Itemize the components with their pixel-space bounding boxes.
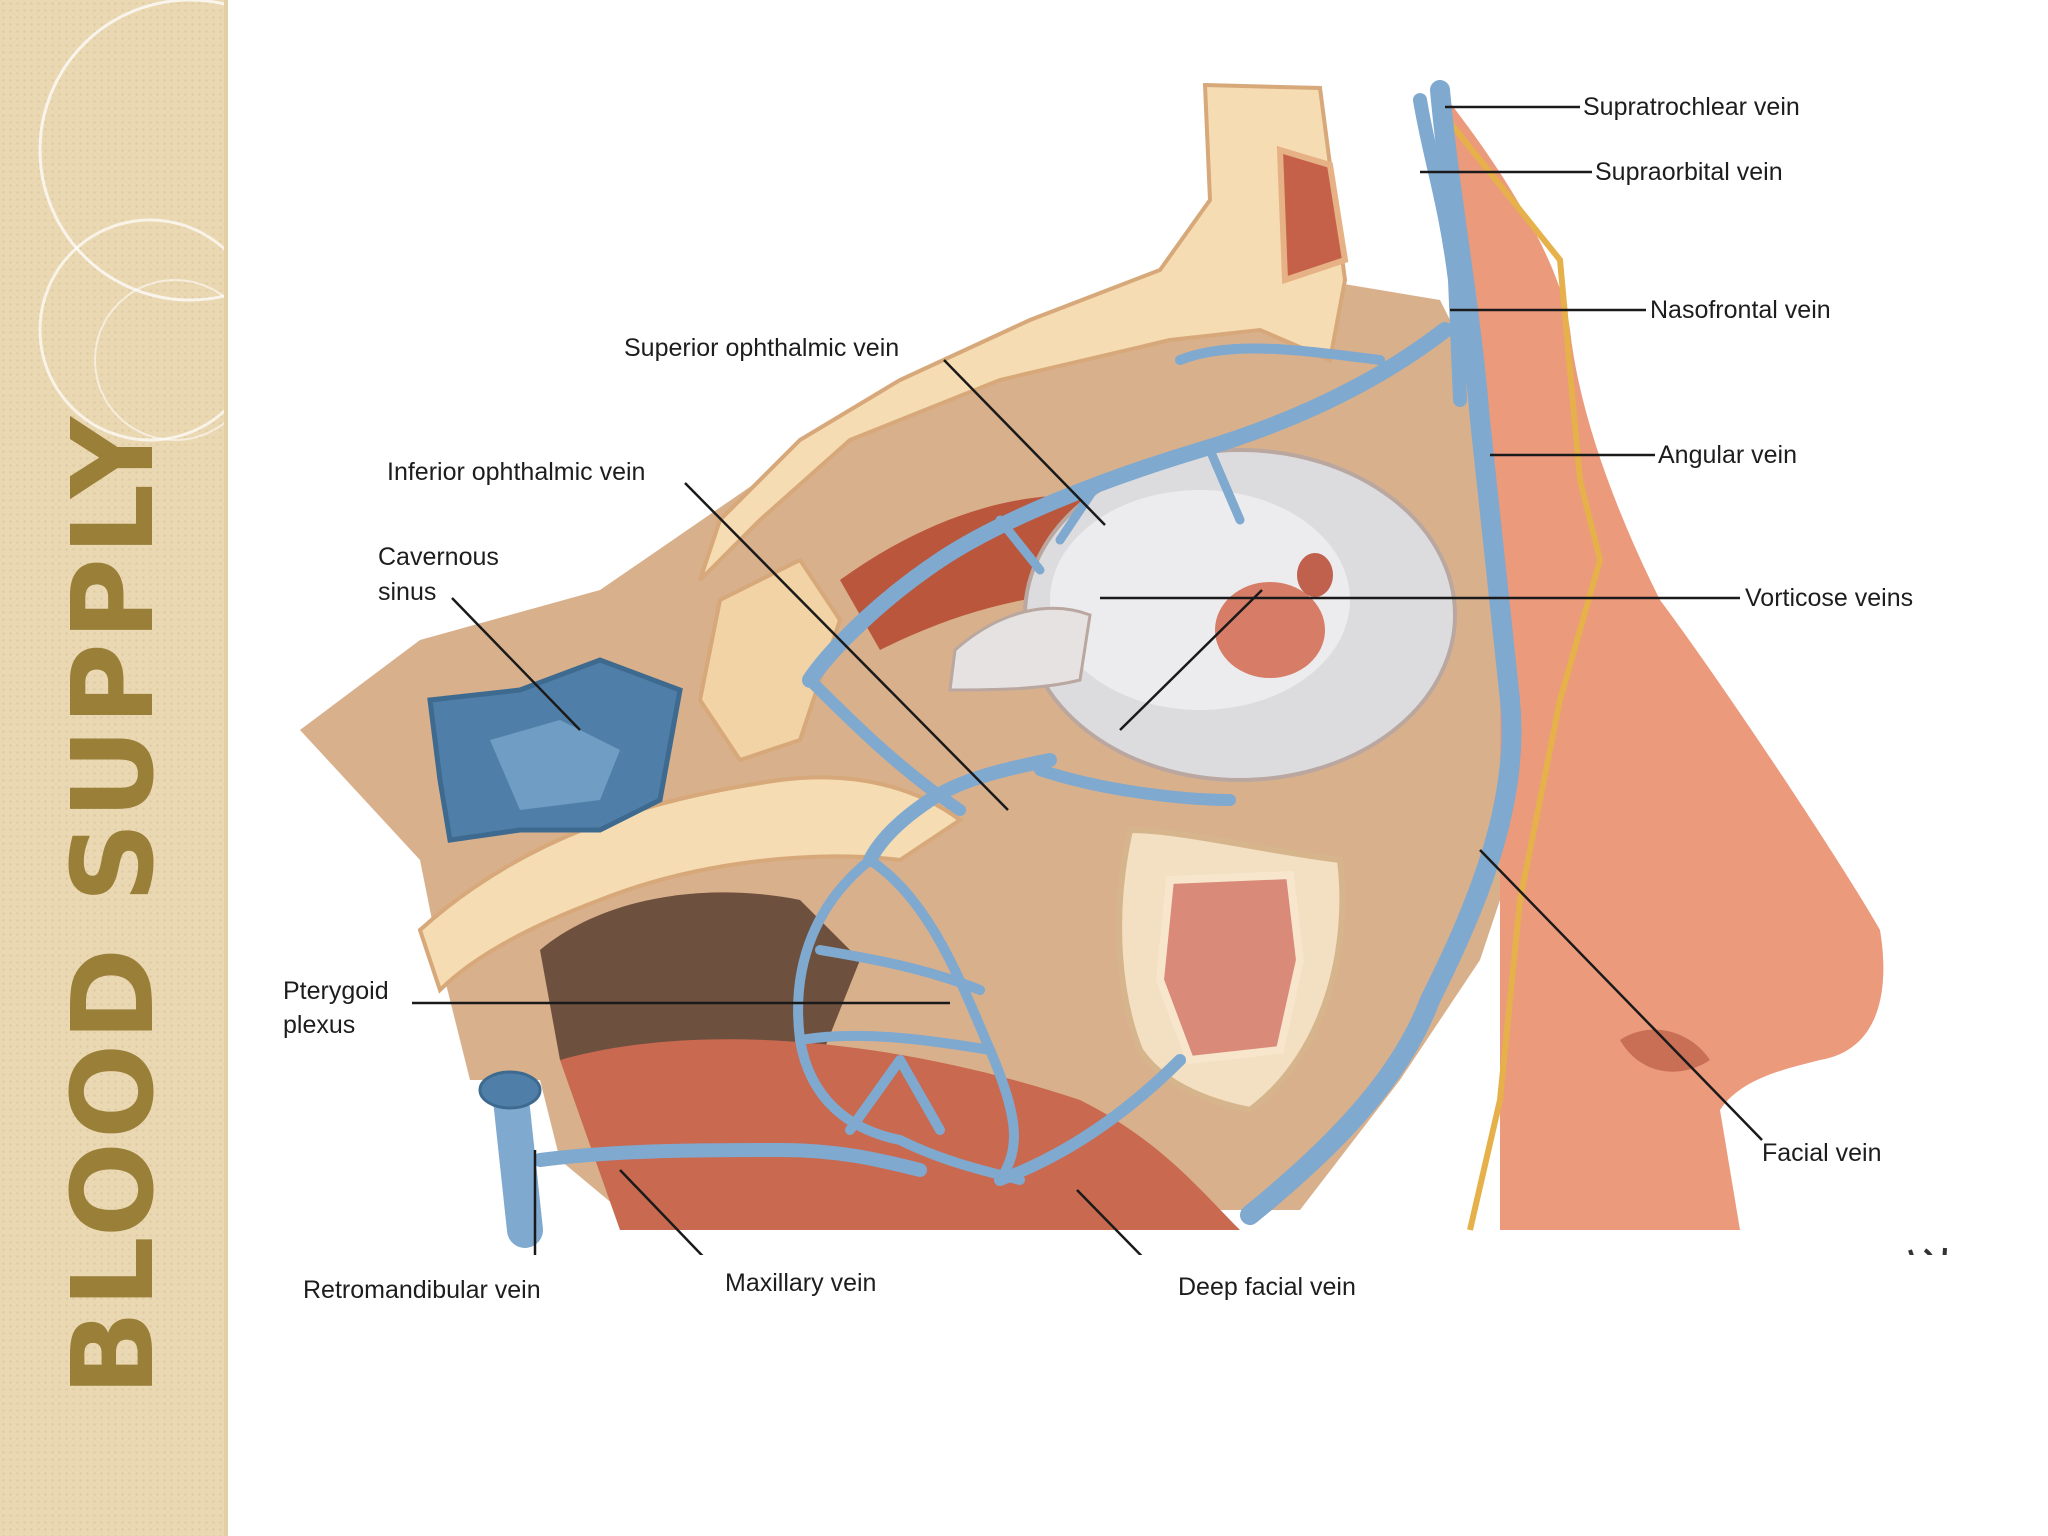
angular-vein-path <box>1240 80 1522 1225</box>
label-vorticose-veins: Vorticose veins <box>1745 584 1914 612</box>
label-supraorbital-vein: Supraorbital vein <box>1595 158 1783 186</box>
retromandibular-vein-path <box>492 1072 543 1248</box>
label-angular-vein: Angular vein <box>1658 441 1797 469</box>
nose-skin <box>1440 90 1884 1230</box>
inferior-ophthalmic-path <box>863 753 1057 867</box>
sphenoid-bone <box>697 557 843 763</box>
label-maxillary-vein: Maxillary vein <box>725 1269 877 1297</box>
label-deep-facial-vein: Deep facial vein <box>1178 1273 1356 1301</box>
sidebar-decorative-circles <box>38 0 228 442</box>
venous-network <box>492 80 1522 1248</box>
label-supratrochlear-vein: Supratrochlear vein <box>1583 93 1800 121</box>
label-leader-lines <box>412 105 1763 1255</box>
pterygoid-plexus-path <box>793 855 1025 1185</box>
slide-title: BLOOD SUPPLY <box>49 414 179 1396</box>
frontal-sinus <box>1276 145 1349 285</box>
maxillary-vein-path <box>533 1143 927 1177</box>
label-cavernous-sinus-line1: Cavernous <box>378 543 499 571</box>
cornea-region <box>1215 582 1325 678</box>
label-inferior-ophthalmic-vein: Inferior ophthalmic vein <box>387 458 646 486</box>
deep-facial-path <box>994 1054 1186 1186</box>
skin-fat-layer <box>1437 108 1604 1231</box>
label-cavernous-sinus-line2: sinus <box>378 578 437 606</box>
lower-muscle <box>560 1039 1240 1230</box>
label-facial-vein: Facial vein <box>1762 1139 1882 1167</box>
retromandibular-vein-opening <box>478 1070 542 1110</box>
label-superior-ophthalmic-vein: Superior ophthalmic vein <box>624 334 900 362</box>
sidebar-panel: BLOOD SUPPLY <box>0 0 228 1536</box>
frontal-bone <box>698 82 1348 582</box>
artist-signature <box>1908 1247 1947 1255</box>
maxillary-sinus-opening <box>1155 870 1305 1065</box>
label-nasofrontal-vein: Nasofrontal vein <box>1650 296 1831 324</box>
label-pterygoid-plexus-line1: Pterygoid <box>283 977 389 1005</box>
nostril-shadow <box>1620 1029 1710 1072</box>
sidebar-edge <box>224 0 228 1536</box>
superior-ophthalmic-path <box>802 322 1453 688</box>
anatomy-illustration <box>300 80 1947 1255</box>
label-retromandibular-vein: Retromandibular vein <box>303 1276 541 1304</box>
optic-nerve <box>948 606 1092 692</box>
label-pterygoid-plexus-line2: plexus <box>283 1011 356 1039</box>
